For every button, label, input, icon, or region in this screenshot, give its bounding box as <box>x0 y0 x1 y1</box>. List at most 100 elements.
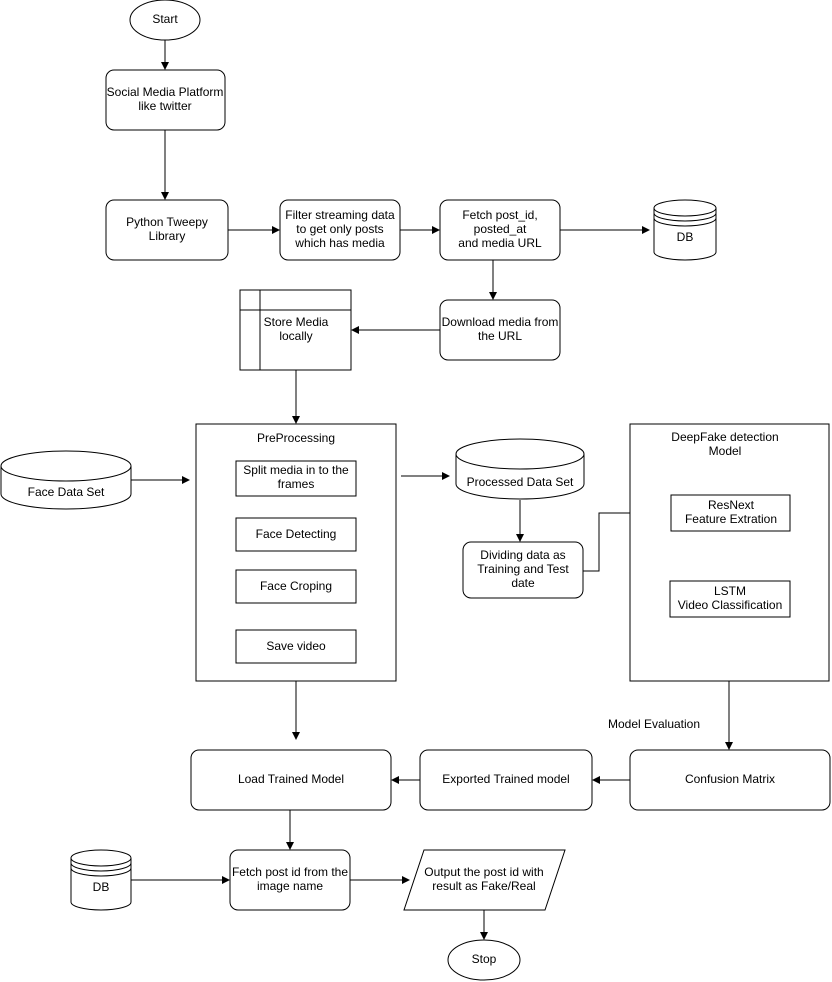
save-video-node <box>235 629 357 664</box>
stop-label: Stop <box>472 952 497 966</box>
db-bottom-cylinder <box>70 849 132 911</box>
label-line: and media URL <box>458 236 542 250</box>
start-label: Start <box>152 12 178 26</box>
label-line: Output the post id with <box>424 865 543 879</box>
load-model-label: Load Trained Model <box>238 772 344 786</box>
label-line: Confusion Matrix <box>685 772 775 786</box>
label-line: DB <box>677 230 694 244</box>
label-line: Social Media Platform <box>107 85 224 99</box>
label-line: Video Classification <box>678 598 783 612</box>
fetch-meta-node <box>439 199 561 261</box>
label-line: Download media from <box>442 315 559 329</box>
arrowhead <box>432 226 440 234</box>
tweepy-node <box>105 199 229 261</box>
model-eval-label: Model Evaluation <box>608 717 700 731</box>
load-model-node <box>190 749 392 811</box>
label-line: frames <box>278 477 315 491</box>
label-line: Load Trained Model <box>238 772 344 786</box>
arrowhead <box>480 932 488 940</box>
label-line: Save video <box>266 639 326 653</box>
arrowhead <box>161 62 169 70</box>
face-crop-node <box>235 569 357 604</box>
label-line: Fetch post_id, <box>462 208 537 222</box>
download-node <box>439 299 561 361</box>
arrowhead <box>286 842 294 850</box>
confusion-label: Confusion Matrix <box>685 772 775 786</box>
start-node <box>129 0 201 41</box>
exported-label: Exported Trained model <box>442 772 569 786</box>
dividing-node <box>462 541 584 599</box>
processed-dataset-cylinder <box>455 438 585 500</box>
fetch-post-node <box>229 849 351 911</box>
output-node <box>403 849 566 911</box>
label-line: PreProcessing <box>257 431 335 445</box>
confusion-node <box>629 749 831 811</box>
preprocessing-label: PreProcessing <box>257 431 335 445</box>
label-line: Python Tweepy <box>126 215 208 229</box>
label-line: ResNext <box>708 498 755 512</box>
label-line: posted_at <box>474 222 527 236</box>
label-line: Face Data Set <box>28 485 105 499</box>
label-line: DB <box>93 880 110 894</box>
arrowhead <box>516 534 524 542</box>
arrowhead <box>402 876 410 884</box>
label-line: Library <box>149 229 186 243</box>
label-line: Filter streaming data <box>285 208 395 222</box>
label-line: Model Evaluation <box>608 717 700 731</box>
lstm-node <box>669 580 791 618</box>
db-top-cylinder <box>653 199 717 261</box>
label-line: Model <box>709 444 742 458</box>
label-line: Store Media <box>264 315 329 329</box>
label-line: the URL <box>478 329 522 343</box>
arrowhead <box>442 472 450 480</box>
face-dataset-label: Face Data Set <box>28 485 105 499</box>
label-line: Split media in to the <box>243 463 349 477</box>
arrowhead <box>642 226 650 234</box>
db-top-label: DB <box>677 230 694 244</box>
label-line: Fetch post id from the <box>232 865 348 879</box>
label-line: to get only posts <box>296 222 383 236</box>
label-line: Processed Data Set <box>467 475 574 489</box>
face-detect-label: Face Detecting <box>256 527 337 541</box>
arrowhead <box>351 326 359 334</box>
label-line: DeepFake detection <box>671 430 778 444</box>
filter-node <box>279 199 401 261</box>
db-bottom-label: DB <box>93 880 110 894</box>
face-detect-node <box>235 517 357 552</box>
arrowhead <box>161 192 169 200</box>
label-line: which has media <box>294 236 385 250</box>
processed-label: Processed Data Set <box>467 475 574 489</box>
stop-node <box>447 939 521 981</box>
deepfake-container <box>629 423 830 682</box>
arrowhead <box>292 416 300 424</box>
label-line: Training and Test <box>477 562 569 576</box>
label-line: Stop <box>472 952 497 966</box>
save-video-label: Save video <box>266 639 326 653</box>
arrowhead <box>391 776 399 784</box>
split-node <box>235 460 357 497</box>
arrowhead <box>292 732 300 740</box>
label-line: image name <box>257 879 323 893</box>
label-line: Face Detecting <box>256 527 337 541</box>
exported-node <box>419 749 593 811</box>
label-line: Face Croping <box>260 579 332 593</box>
label-line: LSTM <box>714 584 746 598</box>
arrowhead <box>725 742 733 750</box>
label-line: result as Fake/Real <box>432 879 535 893</box>
resnext-node <box>670 494 791 532</box>
arrowhead <box>272 226 280 234</box>
label-line: Start <box>152 12 178 26</box>
face-crop-label: Face Croping <box>260 579 332 593</box>
social-media-node <box>105 69 226 131</box>
